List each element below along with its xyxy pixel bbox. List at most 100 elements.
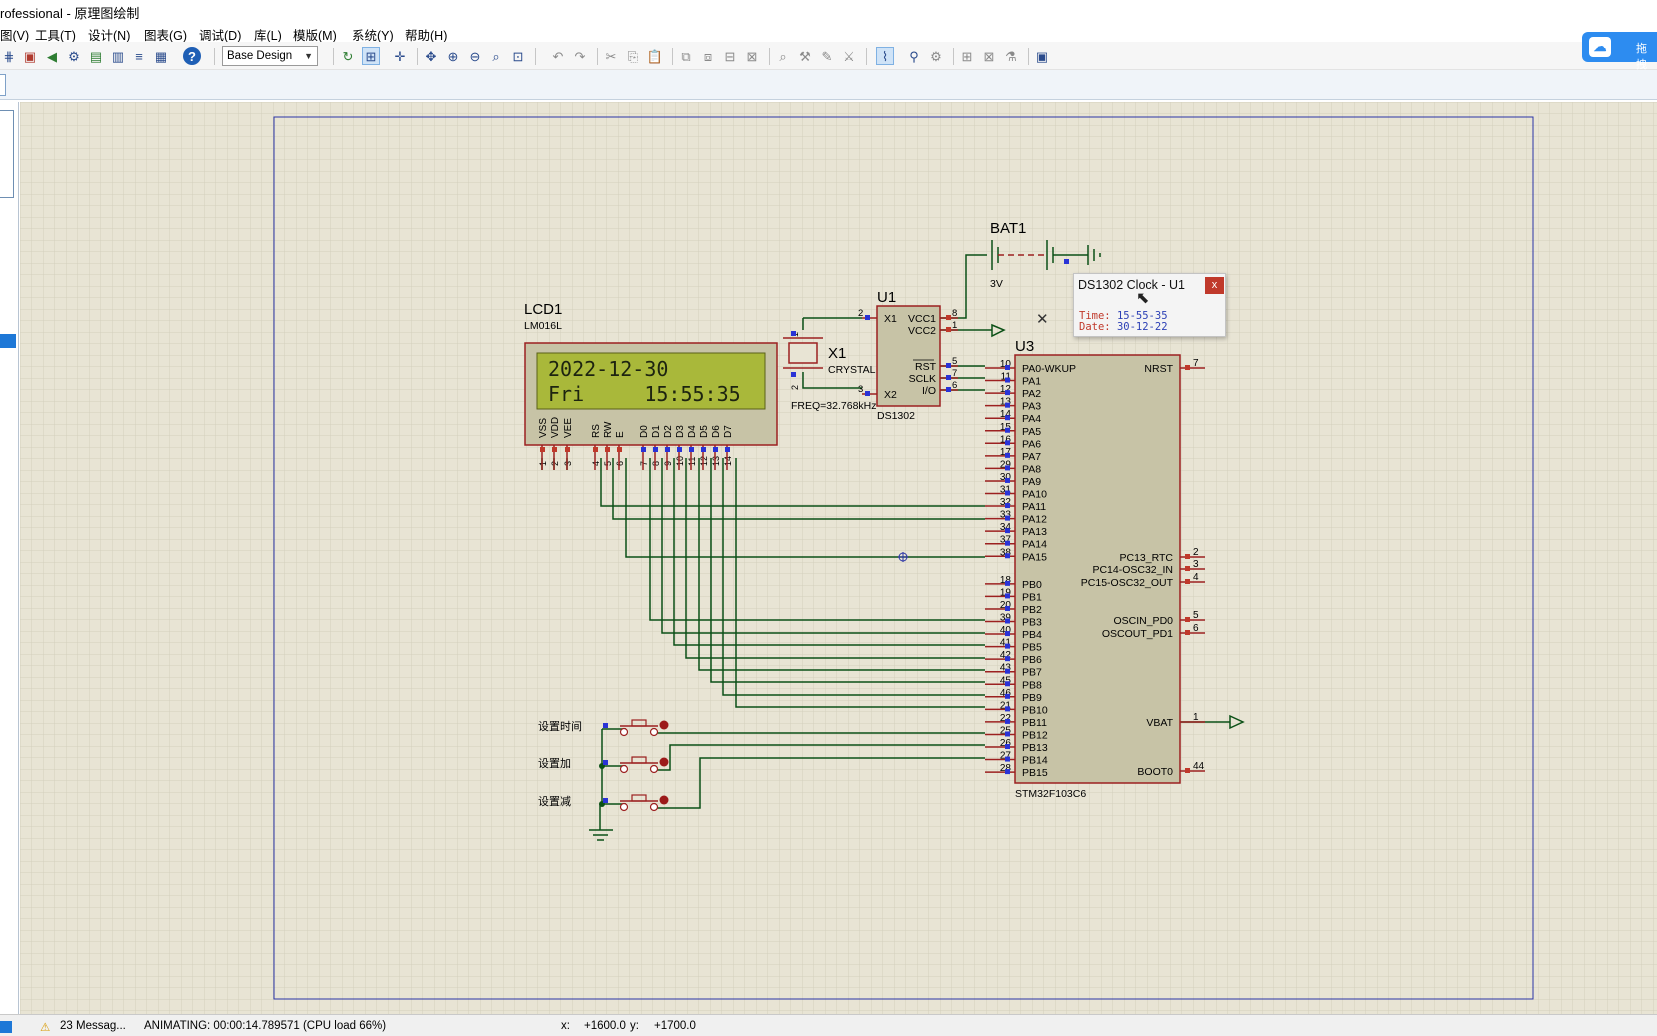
menu-tools[interactable]: 工具(T) [35,29,76,43]
refresh-icon[interactable]: ↻ [342,48,354,64]
button-indicator[interactable] [659,720,669,730]
book-icon[interactable]: ▤ [89,48,103,64]
pan-icon[interactable]: ✥ [425,48,437,64]
wire-autorouter-icon[interactable]: ⌇ [876,47,894,65]
mcu-pin-number: 6 [1193,623,1199,634]
mcu-pin-label: NRST [1144,363,1173,375]
battery-component[interactable]: BAT1 3V [990,220,1101,290]
lcd-pin-label: VSS [538,418,549,438]
mcu-pin-number: 21 [1000,700,1012,711]
netlist-icon[interactable]: ≡ [135,48,143,64]
menu-design[interactable]: 设计(N) [88,29,131,43]
animation-status: ANIMATING: 00:00:14.789571 (CPU load 66%… [144,1020,387,1032]
make-device-icon[interactable]: ⚒ [799,48,811,64]
tab-stub[interactable] [0,74,6,96]
paste-icon[interactable]: 📋 [646,48,664,64]
zoom-area-icon[interactable]: ⊡ [512,48,524,64]
menu-view[interactable]: 图(V) [0,29,30,43]
goto-sheet-icon[interactable]: ⚗ [1005,48,1017,64]
lcd-pin-number: 13 [711,456,721,466]
mcu-pin-label: PB2 [1022,604,1042,616]
mcu-pin-number: 5 [1193,610,1199,621]
report-icon[interactable]: ▦ [154,48,168,64]
zoom-out-icon[interactable]: ⊖ [469,48,481,64]
menu-graph[interactable]: 图表(G) [144,29,188,43]
device-list-selected-item[interactable] [0,334,16,348]
mcu-pin-label: PB5 [1022,642,1042,654]
design-select[interactable]: Base Design ▼ [222,46,318,66]
schematic-canvas[interactable]: ✕ LCD1 LM016L 2022-12-30 Fri 15:55:35 VS… [20,102,1657,1014]
undo-icon[interactable]: ↶ [552,48,564,64]
mcu-pin-label: PB10 [1022,704,1048,716]
crystal-component[interactable]: X1 CRYSTAL FREQ=32.768kHz 1 2 [783,331,877,412]
parts-icon[interactable]: ⋕ [3,48,15,64]
mcu-pin-number: 16 [1000,434,1012,445]
pick-device-icon[interactable]: ⌕ [779,48,787,64]
property-tool-icon[interactable]: ⚙ [930,48,942,64]
mcu-pin-label: PB7 [1022,667,1042,679]
zoom-in-icon[interactable]: ⊕ [447,48,459,64]
y-coordinate: +1700.0 [654,1020,696,1032]
lcd-pin-number: 1 [538,461,548,466]
button-indicator[interactable] [659,795,669,805]
origin-icon[interactable]: ✛ [394,48,406,64]
lcd-pin-number: 14 [723,456,733,466]
mcu-component[interactable]: U3 STM32F103C6 PA0-WKUP10PA111PA212PA313… [985,338,1205,800]
mcu-pin-number: 44 [1193,761,1205,772]
redo-icon[interactable]: ↷ [574,48,586,64]
chip-icon[interactable]: ▣ [23,48,37,64]
block-move-icon[interactable]: ⧈ [703,48,713,64]
lcd-component[interactable]: LCD1 LM016L 2022-12-30 Fri 15:55:35 VSS1… [524,301,778,470]
copy-icon[interactable]: ⎘ [627,48,639,64]
rtc-body [876,305,941,407]
mcu-pin-label: PB9 [1022,692,1042,704]
popup-close-button[interactable]: x [1205,277,1224,294]
decompose-icon[interactable]: ⚔ [843,48,855,64]
button-indicator[interactable] [659,757,669,767]
search-icon[interactable]: ⚲ [909,48,919,64]
menu-library[interactable]: 库(L) [254,29,282,43]
cloud-drag-widget[interactable]: ☁ 拖拽 [1582,32,1657,71]
lcd-pin-label: D7 [723,425,734,438]
mcu-pin-marker [1005,656,1010,662]
remove-sheet-icon[interactable]: ⊠ [983,48,995,64]
mcu-pin-label: PA8 [1022,463,1041,475]
cut-icon[interactable]: ✂ [605,48,617,64]
packaging-icon[interactable]: ✎ [821,48,833,64]
help-icon[interactable]: ? [183,47,201,65]
overview-window[interactable] [0,110,14,198]
menu-system[interactable]: 系统(Y) [352,29,394,43]
block-delete-icon[interactable]: ⊠ [746,48,758,64]
block-rotate-icon[interactable]: ⊟ [724,48,736,64]
rtc-pin-marker [865,391,870,396]
menu-help[interactable]: 帮助(H) [405,29,448,43]
lcd-pin-marker [653,447,658,452]
mcu-pin-label: PA6 [1022,438,1041,450]
new-sheet-icon[interactable]: ⊞ [961,48,973,64]
lcd-pin-label: VEE [563,418,574,438]
mcu-pin-number: 2 [1193,547,1199,558]
mcu-pin-marker [1005,706,1010,712]
status-bar: ⚠ 23 Messag... ANIMATING: 00:00:14.78957… [0,1014,1657,1036]
mcu-pin-number: 33 [1000,510,1012,521]
ds1302-clock-popup[interactable]: DS1302 Clock - U1 x Time: 15-55-35 Date:… [1073,273,1226,337]
menu-debug[interactable]: 调试(D) [199,29,242,43]
mcu-pin-number: 40 [1000,625,1012,636]
rewind-icon[interactable]: ◀ [47,48,57,64]
rtc-pin-label: X2 [884,389,897,401]
messages-count[interactable]: 23 Messag... [60,1020,126,1032]
menu-template[interactable]: 模版(M) [293,29,337,43]
doc-icon[interactable]: ▥ [111,48,125,64]
cloud-label: 拖拽 [1636,43,1647,71]
lcd-pin-number: 7 [639,461,649,466]
block-copy-icon[interactable]: ⧉ [681,48,691,64]
mcu-pin-number: 46 [1000,688,1012,699]
zoom-all-icon[interactable]: ⌕ [492,48,500,64]
lcd-pin-marker [593,447,598,452]
grid-icon[interactable]: ⊞ [362,47,380,65]
bill-of-materials-icon[interactable]: ▣ [1035,48,1049,64]
svg-text:2: 2 [790,385,800,390]
mcu-pin-number: 17 [1000,447,1012,458]
gears-icon[interactable]: ⚙ [68,48,80,64]
